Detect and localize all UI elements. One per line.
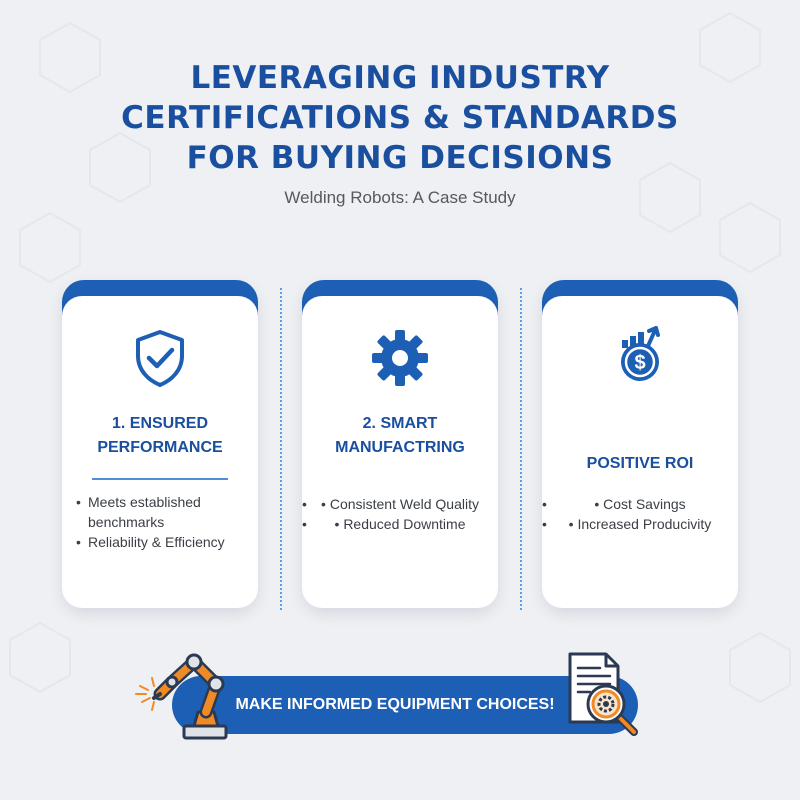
card-bullet-list: Consistent Weld Quality Reduced Downtime [302, 494, 498, 534]
shield-check-icon [136, 330, 184, 387]
card-divider-line [92, 478, 228, 480]
card-title-line-1: 2. SMART [362, 415, 438, 432]
page-title-line-2: CERTIFICATIONS & STANDARDS [121, 100, 679, 136]
card-smart-manufacturing: 2. SMART MANUFACTRING Consistent Weld Qu… [302, 280, 498, 608]
page-title-line-1: LEVERAGING INDUSTRY [190, 60, 610, 96]
document-magnifier-icon [568, 652, 638, 736]
column-divider [520, 288, 522, 610]
card-body: $ POSITIVE ROI Cost Savings Increased Pr… [542, 296, 738, 608]
page-title-line-3: FOR BUYING DECISIONS [186, 140, 614, 176]
welding-robot-arm-icon [135, 653, 228, 740]
card-title: 1. ENSURED PERFORMANCE [62, 412, 258, 460]
card-title-line-2: MANUFACTRING [335, 439, 465, 456]
list-item: Reliability & Efficiency [76, 532, 248, 552]
card-body: 1. ENSURED PERFORMANCE Meets established… [62, 296, 258, 608]
cta-banner[interactable]: MAKE INFORMED EQUIPMENT CHOICES! [172, 676, 638, 734]
list-item: Reduced Downtime [302, 514, 498, 534]
svg-text:$: $ [634, 352, 645, 374]
card-bullet-list: Cost Savings Increased Producivity [542, 494, 738, 534]
page-title: LEVERAGING INDUSTRY CERTIFICATIONS & STA… [0, 58, 800, 178]
cta-label[interactable]: MAKE INFORMED EQUIPMENT CHOICES! [235, 696, 555, 713]
card-bullet-list: Meets established benchmarks Reliability… [76, 492, 248, 552]
card-title-line-1: POSITIVE ROI [586, 455, 694, 472]
list-item: Increased Producivity [542, 514, 738, 534]
card-positive-roi: $ POSITIVE ROI Cost Savings Increased Pr… [542, 280, 738, 608]
card-body: 2. SMART MANUFACTRING Consistent Weld Qu… [302, 296, 498, 608]
card-title: POSITIVE ROI [542, 452, 738, 476]
card-ensured-performance: 1. ENSURED PERFORMANCE Meets established… [62, 280, 258, 608]
card-title-line-2: PERFORMANCE [97, 439, 223, 456]
list-item: Cost Savings [542, 494, 738, 514]
page-subtitle: Welding Robots: A Case Study [284, 188, 516, 207]
dollar-growth-icon: $ [621, 326, 660, 381]
card-title-line-1: 1. ENSURED [111, 415, 209, 432]
list-item: Consistent Weld Quality [302, 494, 498, 514]
card-title: 2. SMART MANUFACTRING [302, 412, 498, 460]
list-item: Meets established benchmarks [76, 492, 248, 532]
gear-icon [372, 330, 428, 386]
column-divider [280, 288, 282, 610]
